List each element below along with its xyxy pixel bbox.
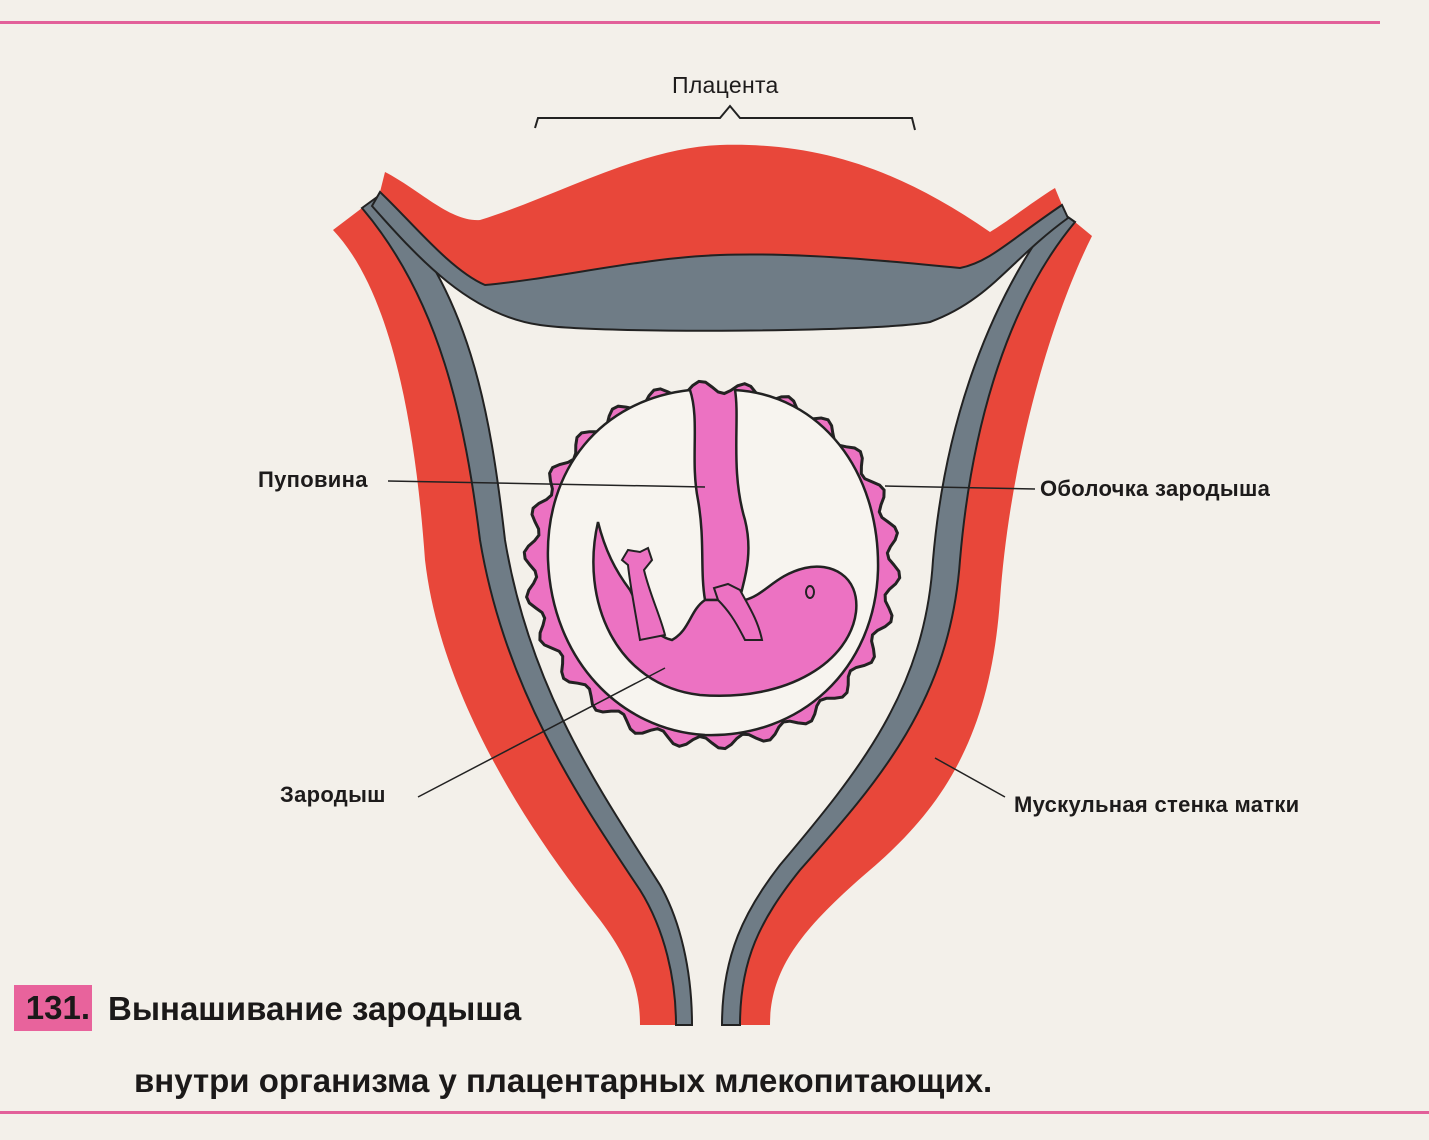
label-uterine-wall: Мускульная стенка матки [1014,792,1300,817]
embryo-arm [620,546,667,642]
umbilical-cord-leader [387,480,706,488]
label-umbilical-cord: Пуповина [258,467,368,492]
label-placenta: Плацента [672,72,779,98]
label-embryo: Зародыш [280,782,386,807]
label-embryo-membrane: Оболочка зародыша [1040,476,1271,501]
embryo-leader [417,667,666,798]
caption-line-1: Вынашивание зародыша [108,990,522,1027]
caption-line-2: внутри организма у плацентарных млекопит… [134,1062,993,1099]
embryo-hand [712,582,764,641]
top-rule [0,21,1380,24]
right-wall-muscle [740,222,1092,1025]
figure-number: 131. [14,985,92,1031]
placenta-bracket [534,104,916,131]
embryo-eye [805,585,815,599]
left-wall-lining [360,193,694,1026]
fundus-muscle [380,144,1062,285]
membrane-leader [884,485,1036,490]
left-wall-muscle [333,208,676,1025]
uterine-wall-leader [934,757,1006,798]
fundus-lining [370,190,1070,332]
bottom-rule [0,1111,1429,1114]
right-wall-lining [720,208,1077,1026]
